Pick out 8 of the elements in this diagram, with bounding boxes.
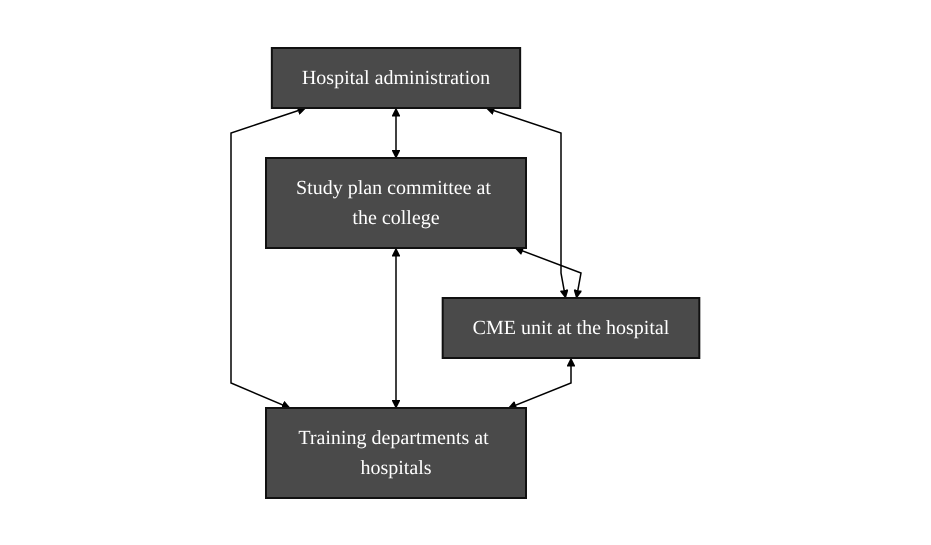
node-box: CME unit at the hospital	[442, 296, 701, 358]
arrow	[392, 108, 401, 158]
arrow	[508, 358, 576, 409]
arrow	[392, 248, 401, 408]
node-box: Training departments at hospitals	[265, 406, 528, 498]
node-box: Hospital administration	[271, 46, 522, 108]
node-box: Study plan committee at the college	[265, 156, 528, 248]
arrow	[515, 246, 583, 298]
